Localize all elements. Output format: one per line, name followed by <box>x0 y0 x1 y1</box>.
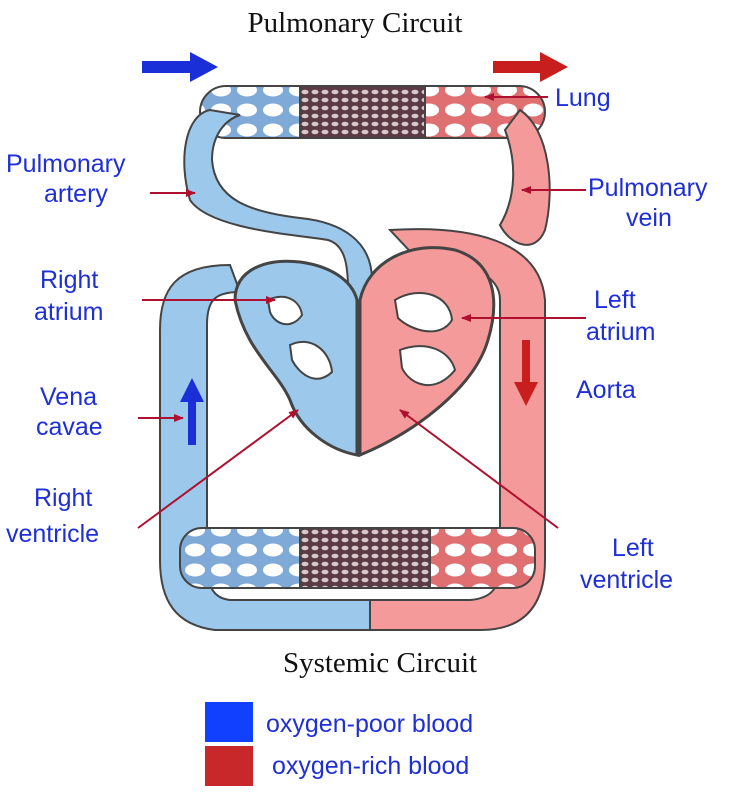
systemic-loop <box>159 228 546 631</box>
label-right-ventricle-2: ventricle <box>6 520 99 548</box>
pulmonary-vein-vessel <box>498 108 551 246</box>
label-left-ventricle-1: Left <box>612 534 654 562</box>
label-pulmonary-artery-1: Pulmonary <box>6 150 126 178</box>
label-vena-cavae-1: Vena <box>40 383 97 411</box>
label-pulmonary-vein-2: vein <box>626 204 672 232</box>
flow-arrow-blue-icon <box>142 52 218 82</box>
pointer-left-ventricle <box>399 409 559 529</box>
legend-swatch-oxygen-poor <box>205 702 253 742</box>
legend-label-oxygen-poor: oxygen-poor blood <box>266 710 473 738</box>
systemic-circuit-title: Systemic Circuit <box>283 647 477 679</box>
label-right-atrium-1: Right <box>40 266 98 294</box>
flow-arrow-down-red-icon <box>514 340 538 406</box>
label-left-ventricle-2: ventricle <box>580 566 673 594</box>
label-pointers <box>137 93 586 529</box>
label-left-atrium-2: atrium <box>586 318 655 346</box>
label-aorta: Aorta <box>576 376 636 404</box>
label-lung: Lung <box>555 84 611 112</box>
pointer-right-ventricle <box>137 409 299 529</box>
legend-swatch-oxygen-rich <box>205 746 253 786</box>
label-pulmonary-vein-1: Pulmonary <box>588 174 708 202</box>
legend: oxygen-poor blood oxygen-rich blood <box>205 702 473 786</box>
legend-label-oxygen-rich: oxygen-rich blood <box>272 752 469 780</box>
label-left-atrium-1: Left <box>594 286 636 314</box>
flow-arrow-red-icon <box>493 52 568 82</box>
flow-arrow-up-blue-icon <box>180 378 204 445</box>
lung-capillaries <box>199 85 546 139</box>
pulmonary-circuit-title: Pulmonary Circuit <box>247 7 462 39</box>
label-pulmonary-artery-2: artery <box>44 180 108 208</box>
label-right-atrium-2: atrium <box>34 298 103 326</box>
label-right-ventricle-1: Right <box>34 484 92 512</box>
heart <box>233 246 496 458</box>
label-vena-cavae-2: cavae <box>36 413 103 441</box>
